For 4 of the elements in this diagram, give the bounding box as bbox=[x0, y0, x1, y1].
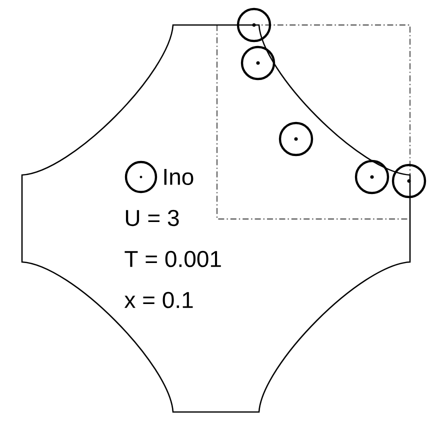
parameter-label: T = 0.001 bbox=[124, 250, 221, 268]
parameter-label: x = 0.1 bbox=[124, 292, 193, 308]
parameter-label: U = 3 bbox=[126, 210, 179, 226]
legend-label: Ino bbox=[164, 168, 194, 186]
